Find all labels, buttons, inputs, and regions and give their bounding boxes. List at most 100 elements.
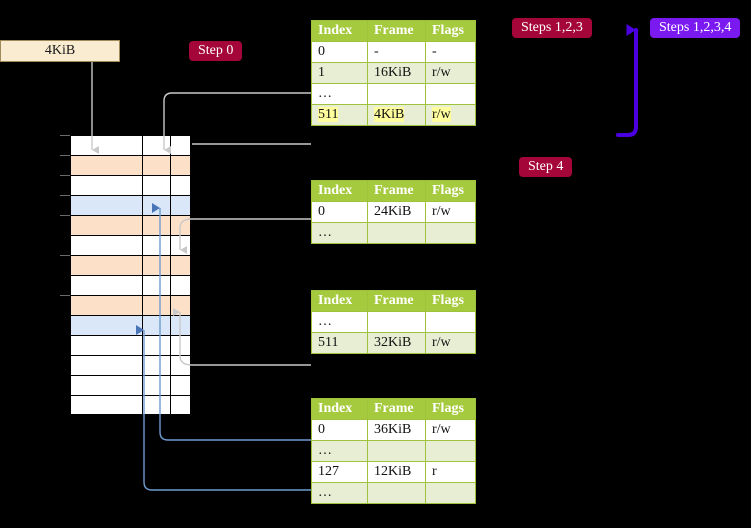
memory-grid-divider	[142, 135, 143, 415]
cell-value: 511	[318, 107, 339, 122]
memory-size-box: 4KiB	[0, 40, 120, 62]
memory-size-label: 4KiB	[44, 43, 76, 58]
cell-value: 127	[318, 464, 339, 479]
badge-step-0-label: Step 0	[198, 43, 234, 58]
purple-bracket-arrow	[616, 24, 638, 137]
cell-value: r	[432, 464, 437, 479]
cell-value: -	[374, 44, 379, 59]
cell-value: 1	[318, 65, 325, 80]
table-row: 127 12KiB r	[311, 461, 476, 483]
cell-value: 511	[318, 335, 339, 350]
table-cell-frame	[367, 311, 426, 333]
memory-frame-row	[70, 395, 191, 415]
cell-value: 0	[318, 44, 325, 59]
cell-value: …	[318, 225, 332, 240]
table-cell-flags: r	[425, 461, 476, 483]
memory-grid-divider	[170, 135, 171, 415]
table-cell-flags	[425, 311, 476, 333]
cell-value: -	[432, 44, 437, 59]
column-header-index: Index	[311, 398, 368, 420]
cell-value: 0	[318, 204, 325, 219]
table-cell-frame: 36KiB	[367, 419, 426, 441]
table-cell-flags: -	[425, 41, 476, 63]
table-cell-flags: r/w	[425, 201, 476, 223]
cell-value: 0	[318, 422, 325, 437]
cell-value: r/w	[432, 335, 451, 350]
table-row: …	[311, 222, 476, 244]
column-header-frame: Frame	[367, 398, 426, 420]
memory-frame-row	[70, 375, 191, 395]
table-row: …	[311, 83, 476, 105]
table-cell-index: 0	[311, 201, 368, 223]
badge-steps-1234-label: Steps 1,2,3,4	[659, 20, 732, 35]
memory-frame-row	[70, 255, 191, 275]
table-cell-index: 0	[311, 419, 368, 441]
memory-grid-tick	[60, 295, 70, 296]
memory-frame-row	[70, 175, 191, 195]
column-header-index: Index	[311, 20, 368, 42]
memory-grid-tick	[60, 135, 70, 136]
table-row: 511 4KiB r/w	[311, 104, 476, 126]
memory-frame-row	[70, 335, 191, 355]
table-cell-flags: r/w	[425, 104, 476, 126]
cell-value: 4KiB	[374, 107, 405, 122]
table-row: 511 32KiB r/w	[311, 332, 476, 354]
table-cell-frame	[367, 222, 426, 244]
memory-frame-row	[70, 235, 191, 255]
table-cell-flags: r/w	[425, 332, 476, 354]
cell-value: 36KiB	[374, 422, 412, 437]
column-header-flags: Flags	[425, 290, 476, 312]
table-cell-frame	[367, 482, 426, 504]
cell-value: 32KiB	[374, 335, 412, 350]
column-header-frame: Frame	[367, 290, 426, 312]
table-cell-index: 0	[311, 41, 368, 63]
table-row: …	[311, 482, 476, 504]
table-cell-frame: 24KiB	[367, 201, 426, 223]
column-header-index: Index	[311, 290, 368, 312]
table-cell-frame	[367, 83, 426, 105]
table-cell-index: …	[311, 482, 368, 504]
cell-value: r/w	[432, 107, 451, 122]
table-cell-frame	[367, 440, 426, 462]
table-cell-frame: 4KiB	[367, 104, 426, 126]
table-cell-index: …	[311, 311, 368, 333]
memory-frame-row	[70, 275, 191, 295]
table-cell-frame: 12KiB	[367, 461, 426, 483]
memory-frame-row	[70, 295, 191, 315]
table-cell-index: …	[311, 440, 368, 462]
cell-value: r/w	[432, 65, 451, 80]
table-cell-flags	[425, 482, 476, 504]
table-cell-index: …	[311, 222, 368, 244]
table-cell-index: 1	[311, 62, 368, 84]
table-cell-index: 511	[311, 104, 368, 126]
table-cell-frame: 32KiB	[367, 332, 426, 354]
badge-steps-123-label: Steps 1,2,3	[521, 20, 583, 35]
column-header-index: Index	[311, 180, 368, 202]
memory-frame-row	[70, 195, 191, 215]
cell-value: …	[318, 86, 332, 101]
memory-grid-tick	[60, 215, 70, 216]
table-row: 0 24KiB r/w	[311, 201, 476, 223]
table-cell-flags: r/w	[425, 62, 476, 84]
memory-frame-row	[70, 155, 191, 175]
cell-value: 24KiB	[374, 204, 412, 219]
table-cell-index: …	[311, 83, 368, 105]
table-cell-frame: -	[367, 41, 426, 63]
memory-frame-row	[70, 315, 191, 335]
cell-value: …	[318, 443, 332, 458]
badge-steps-1234: Steps 1,2,3,4	[650, 18, 741, 38]
table-cell-flags	[425, 440, 476, 462]
badge-steps-123: Steps 1,2,3	[512, 18, 592, 38]
table-row: …	[311, 311, 476, 333]
table-row: 0 - -	[311, 41, 476, 63]
memory-grid-tick	[60, 155, 70, 156]
memory-frame-row	[70, 215, 191, 235]
table-cell-index: 127	[311, 461, 368, 483]
